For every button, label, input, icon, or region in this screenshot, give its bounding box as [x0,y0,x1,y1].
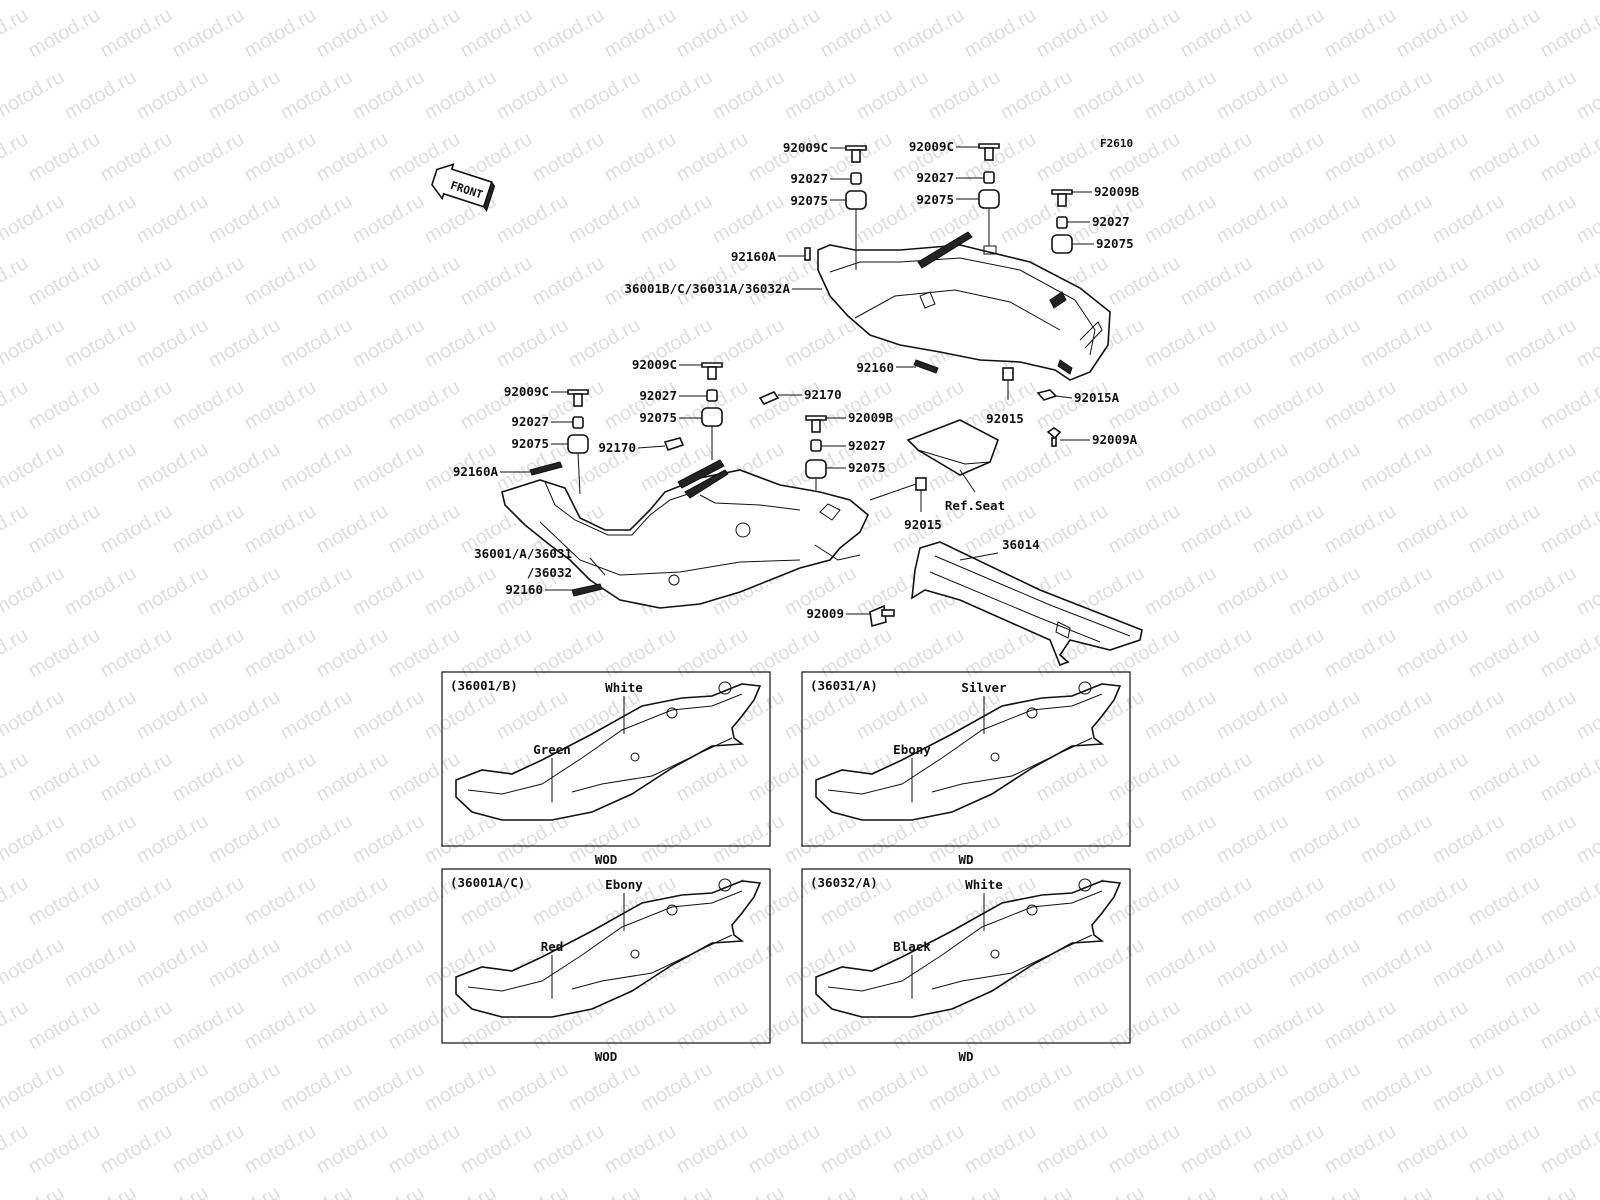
callout-label: 92009C [783,140,828,155]
diagram-code: F2610 [1100,137,1133,150]
callout-label: 92160 [505,582,543,597]
side-cover-shape [815,880,1122,1018]
variant-frame [801,868,1131,1044]
variant-frame [801,671,1131,847]
side-cover-detail [571,737,733,793]
callout-label: 92027 [639,388,677,403]
variant-code: (36001/B) [450,678,518,693]
variant-code: (36001A/C) [450,875,525,890]
hole-marker [630,949,640,959]
variant-suffix: WOD [595,852,618,867]
callout-label: 92075 [790,193,828,208]
side-cover-shape [455,880,762,1018]
callout-label: 92027 [848,438,886,453]
color-variants: (36001/B)WhiteGreenWOD(36031/A)SilverEbo… [441,671,1131,1064]
callout-label: 92160 [856,360,894,375]
callout-label: 92027 [790,171,828,186]
callout-label: 92009B [848,410,894,425]
callout-label: 92027 [1092,214,1130,229]
hole-marker [718,681,732,695]
seat-reference [906,419,999,476]
lower-color-label: Ebony [893,742,931,757]
hole-marker [990,752,1000,762]
side-cover-detail [467,890,743,992]
lower-color-label: Black [893,939,931,954]
hole-marker [718,878,732,892]
callout-label: 92075 [1096,236,1134,251]
front-arrow-icon: FRONT [431,163,496,212]
callout-label: 92075 [639,410,677,425]
upper-color-label: Silver [961,680,1007,695]
variant-frame [441,868,771,1044]
callout-label: 92015 [986,411,1024,426]
callout-labels: 92009C 92027 92075 92009C 92027 92075 92… [453,139,1140,621]
lower-seat-cowl [501,459,869,609]
upper-seat-cowl [817,231,1111,381]
callout-label: 92075 [916,192,954,207]
lower-color-label: Green [533,742,571,757]
side-cover-shape [815,683,1122,821]
callout-label: 92075 [848,460,886,475]
hole-marker [1026,707,1038,719]
callout-label: 92015A [1074,390,1120,405]
callout-label: 36001B/C/36031A/36032A [624,281,790,296]
callout-label: 92009C [504,384,549,399]
callout-label: 92009 [806,606,844,621]
variant-suffix: WD [958,852,973,867]
callout-label: 92027 [511,414,549,429]
callout-label: 92009B [1094,184,1140,199]
hole-marker [1026,904,1038,916]
hole-marker [666,904,678,916]
callout-label: 92015 [904,517,942,532]
variant-frame [441,671,771,847]
callout-label: 92009C [632,357,677,372]
hole-marker [666,707,678,719]
side-cover-detail [931,737,1093,793]
lower-color-label: Red [541,939,564,954]
tail-bracket [911,541,1143,667]
variant-code: (36032/A) [810,875,878,890]
callout-label: 92027 [916,170,954,185]
hole-marker [1078,681,1092,695]
upper-color-label: Ebony [605,877,643,892]
upper-color-label: White [965,877,1003,892]
side-cover-detail [827,693,1103,795]
callout-label: 92075 [511,436,549,451]
callout-label: Ref.Seat [945,498,1005,513]
callout-label: 92170 [804,387,842,402]
variant-suffix: WD [958,1049,973,1064]
upper-color-label: White [605,680,643,695]
variant-code: (36031/A) [810,678,878,693]
hole-marker [630,752,640,762]
callout-label: /36032 [527,565,572,580]
hole-marker [990,949,1000,959]
hole-marker [1078,878,1092,892]
side-cover-detail [571,934,733,990]
callout-label: 92009A [1092,432,1138,447]
callout-label: 92160A [453,464,499,479]
leader-lines [500,146,1094,615]
side-cover-detail [931,934,1093,990]
callout-label: 92160A [731,249,777,264]
callout-label: 92170 [598,440,636,455]
variant-suffix: WOD [595,1049,618,1064]
callout-label: 36001/A/36031 [474,546,572,561]
side-cover-shape [455,683,762,821]
side-cover-detail [827,890,1103,992]
callout-label: 36014 [1002,537,1040,552]
callout-label: 92009C [909,139,954,154]
side-cover-detail [467,693,743,795]
